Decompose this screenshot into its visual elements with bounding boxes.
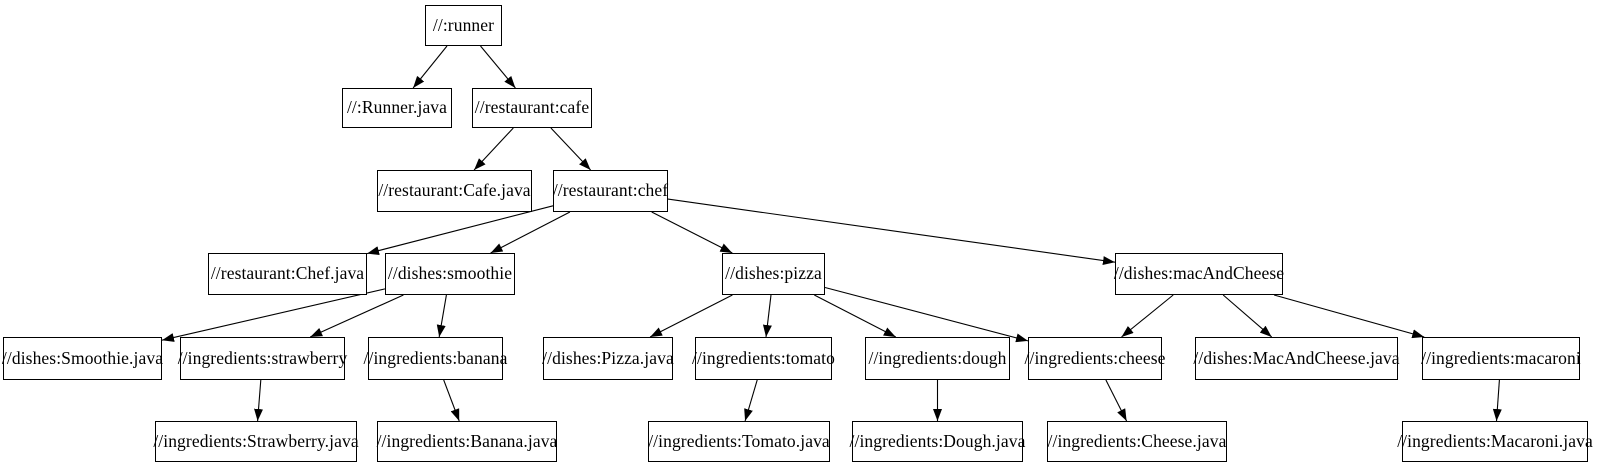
edge-strawberry-to-strawberry-java (254, 379, 264, 422)
graph-node-cafe-java: //restaurant:Cafe.java (377, 170, 532, 212)
graph-node-strawberry-java: //ingredients:Strawberry.java (153, 421, 359, 462)
node-label: //restaurant:chef (552, 180, 669, 201)
edge-pizza-to-pizza-java (649, 294, 733, 338)
node-label: //dishes:MacAndCheese.java (1193, 347, 1400, 368)
edge-tomato-to-tomato-java (744, 379, 758, 422)
graph-node-dough: //ingredients:dough (865, 337, 1010, 380)
edge-chef-to-smoothie (490, 211, 571, 254)
graph-node-macaroni: //ingredients:macaroni (1421, 337, 1581, 380)
node-label: //:Runner.java (346, 97, 448, 118)
graph-node-tomato: //ingredients:tomato (692, 337, 835, 380)
node-label: //ingredients:dough (868, 347, 1007, 368)
node-label: //ingredients:macaroni (1421, 347, 1581, 368)
edge-chef-to-pizza (651, 211, 733, 254)
node-label: //ingredients:Dough.java (849, 430, 1026, 451)
edge-mac-and-cheese-to-macaroni (1273, 294, 1425, 339)
edge-chef-to-chef-java (366, 205, 554, 255)
graph-node-cafe: //restaurant:cafe (472, 88, 592, 128)
graph-node-mac-and-cheese: //dishes:macAndCheese (1113, 253, 1285, 295)
edge-cafe-to-chef (550, 127, 591, 171)
edge-macaroni-to-macaroni-java (1492, 379, 1502, 422)
node-label: //dishes:Smoothie.java (1, 347, 164, 368)
node-label: //ingredients:Macaroni.java (1397, 430, 1593, 451)
graph-node-runner: //:runner (425, 5, 502, 46)
graph-node-cheese: //ingredients:cheese (1025, 337, 1165, 380)
node-label: //dishes:macAndCheese (1113, 263, 1285, 284)
node-label: //dishes:Pizza.java (542, 347, 674, 368)
graph-node-smoothie-java: //dishes:Smoothie.java (1, 337, 164, 380)
graph-node-smoothie: //dishes:smoothie (385, 253, 515, 295)
node-label: //restaurant:Cafe.java (378, 180, 531, 201)
graph-node-macaroni-java: //ingredients:Macaroni.java (1397, 421, 1593, 462)
node-label: //ingredients:strawberry (177, 347, 348, 368)
edge-chef-to-mac-and-cheese (667, 198, 1116, 265)
graph-node-dough-java: //ingredients:Dough.java (850, 421, 1025, 462)
node-label: //ingredients:banana (363, 347, 508, 368)
node-label: //ingredients:Banana.java (376, 430, 558, 451)
node-label: //:runner (432, 14, 495, 35)
node-label: //ingredients:Tomato.java (648, 430, 830, 451)
graph-node-pizza-java: //dishes:Pizza.java (542, 337, 674, 380)
graph-node-chef-java: //restaurant:Chef.java (208, 253, 367, 295)
node-label: //restaurant:Chef.java (210, 263, 365, 284)
graph-node-runner-java: //:Runner.java (342, 88, 452, 128)
graph-node-cheese-java: //ingredients:Cheese.java (1047, 421, 1227, 462)
graph-node-pizza: //dishes:pizza (722, 253, 825, 295)
node-label: //dishes:smoothie (387, 263, 513, 284)
node-label: //ingredients:tomato (692, 347, 835, 368)
edge-smoothie-to-smoothie-java (161, 288, 386, 342)
edge-smoothie-to-banana (436, 294, 447, 338)
graph-node-banana-java: //ingredients:Banana.java (377, 421, 557, 462)
graph-node-banana: //ingredients:banana (364, 337, 507, 380)
edge-pizza-to-tomato (762, 294, 772, 338)
edge-runner-to-cafe (480, 45, 516, 89)
node-label: //restaurant:cafe (474, 97, 590, 118)
graph-node-strawberry: //ingredients:strawberry (178, 337, 347, 380)
edge-mac-and-cheese-to-cheese (1121, 294, 1174, 338)
edge-pizza-to-dough (814, 294, 897, 338)
graph-node-chef: //restaurant:chef (553, 170, 668, 212)
edge-pizza-to-cheese (824, 286, 1029, 343)
edge-mac-and-cheese-to-mac-and-cheese-java (1222, 294, 1273, 338)
graph-node-mac-and-cheese-java: //dishes:MacAndCheese.java (1193, 337, 1400, 380)
graph-node-tomato-java: //ingredients:Tomato.java (648, 421, 830, 462)
edge-smoothie-to-strawberry (309, 294, 404, 338)
edge-banana-to-banana-java (443, 379, 460, 422)
node-label: //ingredients:Strawberry.java (153, 430, 359, 451)
node-label: //ingredients:cheese (1024, 347, 1166, 368)
edge-cafe-to-cafe-java (473, 127, 514, 171)
edge-cheese-to-cheese-java (1105, 379, 1128, 422)
edge-runner-to-runner-java (412, 45, 448, 89)
node-label: //ingredients:Cheese.java (1047, 430, 1227, 451)
node-label: //dishes:pizza (725, 263, 822, 284)
